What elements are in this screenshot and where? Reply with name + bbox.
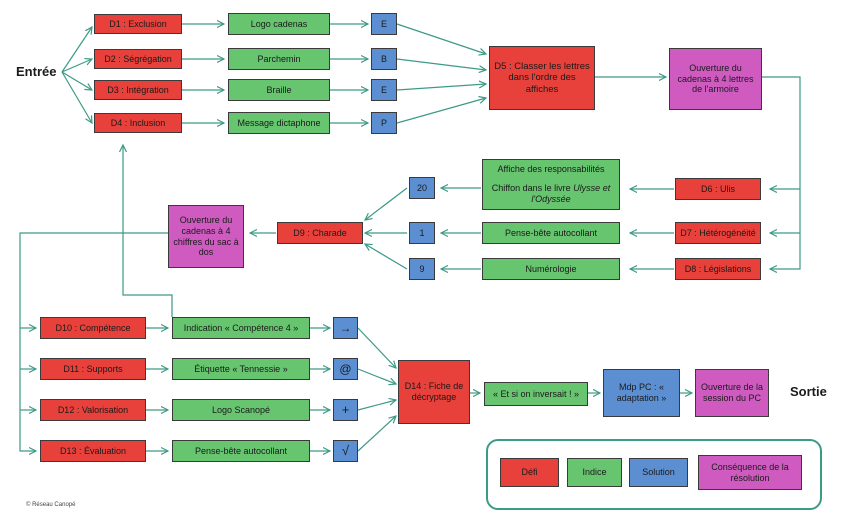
hint-chiffon-text: Chiffon dans le livre Ulysse et l'Odyssé… bbox=[491, 183, 611, 204]
hint-numerologie[interactable]: Numérologie bbox=[482, 258, 620, 280]
legend-defi: Défi bbox=[500, 458, 559, 487]
challenge-d10[interactable]: D10 : Compétence bbox=[40, 317, 146, 339]
solution-at[interactable]: @ bbox=[333, 358, 358, 380]
hint-pense-bete-2[interactable]: Pense-bête autocollant bbox=[172, 440, 310, 462]
solution-9[interactable]: 9 bbox=[409, 258, 435, 280]
solution-p[interactable]: P bbox=[371, 112, 397, 134]
legend-indice: Indice bbox=[567, 458, 622, 487]
exit-label: Sortie bbox=[790, 384, 827, 399]
challenge-d11[interactable]: D11 : Supports bbox=[40, 358, 146, 380]
challenge-d6[interactable]: D6 : Ulis bbox=[675, 178, 761, 200]
challenge-d13[interactable]: D13 : Évaluation bbox=[40, 440, 146, 462]
hint-logo-cadenas[interactable]: Logo cadenas bbox=[228, 13, 330, 35]
solution-1[interactable]: 1 bbox=[409, 222, 435, 244]
hint-affiche-text: Affiche des responsabilités bbox=[497, 164, 605, 175]
legend-frame bbox=[486, 439, 822, 510]
challenge-d14[interactable]: D14 : Fiche de décryptage bbox=[398, 360, 470, 424]
legend-consequence: Conséquence de la résolution bbox=[698, 455, 802, 490]
hint-competence-4[interactable]: Indication « Compétence 4 » bbox=[172, 317, 310, 339]
challenge-d2[interactable]: D2 : Ségrégation bbox=[94, 49, 182, 69]
challenge-d9[interactable]: D9 : Charade bbox=[277, 222, 363, 244]
challenge-d12[interactable]: D12 : Valorisation bbox=[40, 399, 146, 421]
entry-label: Entrée bbox=[16, 64, 57, 79]
solution-arrow[interactable]: → bbox=[333, 317, 358, 339]
legend-solution: Solution bbox=[629, 458, 688, 487]
solution-e2[interactable]: E bbox=[371, 79, 397, 101]
challenge-d1[interactable]: D1 : Exclusion bbox=[94, 14, 182, 34]
solution-b[interactable]: B bbox=[371, 48, 397, 70]
consequence-sac[interactable]: Ouverture du cadenas à 4 chiffres du sac… bbox=[168, 205, 244, 268]
solution-20[interactable]: 20 bbox=[409, 177, 435, 199]
hint-dictaphone[interactable]: Message dictaphone bbox=[228, 112, 330, 134]
solution-e1[interactable]: E bbox=[371, 13, 397, 35]
hint-affiche-chiffon[interactable]: Affiche des responsabilités Chiffon dans… bbox=[482, 159, 620, 210]
solution-plus[interactable]: + bbox=[333, 399, 358, 421]
challenge-d5[interactable]: D5 : Classer les lettres dans l'ordre de… bbox=[489, 46, 595, 110]
challenge-d8[interactable]: D8 : Législations bbox=[675, 258, 761, 280]
hint-scanope[interactable]: Logo Scanopé bbox=[172, 399, 310, 421]
solution-mdp[interactable]: Mdp PC : « adaptation » bbox=[603, 369, 680, 417]
hint-pense-bete-1[interactable]: Pense-bête autocollant bbox=[482, 222, 620, 244]
hint-tennessie[interactable]: Étiquette « Tennessie » bbox=[172, 358, 310, 380]
copyright: © Réseau Canopé bbox=[26, 502, 76, 508]
challenge-d4[interactable]: D4 : Inclusion bbox=[94, 113, 182, 133]
hint-inversait[interactable]: « Et si on inversait ! » bbox=[484, 382, 588, 406]
solution-sqrt[interactable]: √ bbox=[333, 440, 358, 462]
challenge-d7[interactable]: D7 : Hétérogénéité bbox=[675, 222, 761, 244]
hint-parchemin[interactable]: Parchemin bbox=[228, 48, 330, 70]
consequence-session[interactable]: Ouverture de la session du PC bbox=[695, 369, 769, 417]
challenge-d3[interactable]: D3 : Intégration bbox=[94, 80, 182, 100]
hint-braille[interactable]: Braille bbox=[228, 79, 330, 101]
consequence-armoire[interactable]: Ouverture du cadenas à 4 lettres de l'ar… bbox=[669, 48, 762, 110]
